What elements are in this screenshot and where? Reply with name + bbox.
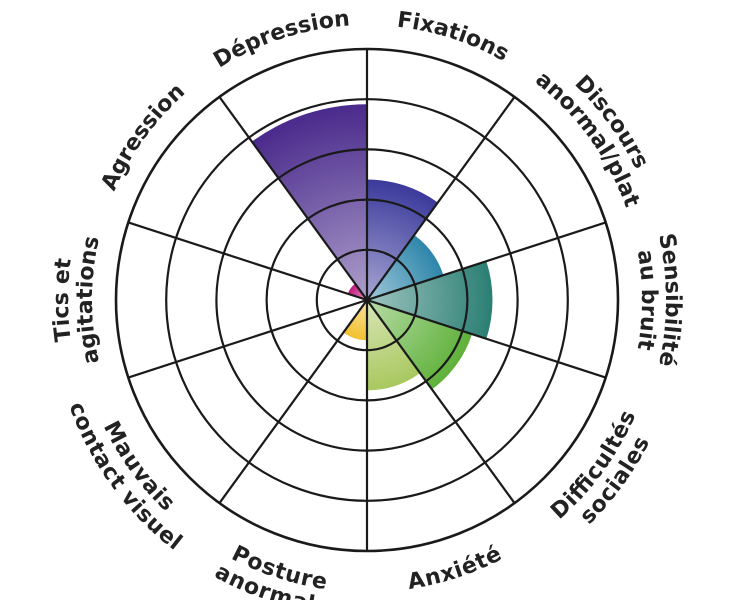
grid-spoke-8 <box>127 298 368 379</box>
grid-spoke-3 <box>366 221 607 302</box>
wedge-agression <box>347 283 367 300</box>
label-tics-et-agitations-line-1: Tics et <box>49 256 77 342</box>
label-mauvais-contact-visuel-line-2: contact visuel <box>63 399 186 556</box>
grid-spoke-5 <box>366 299 516 504</box>
chart-grid <box>114 47 620 553</box>
label-sensibilite-au-bruit-line-2: au bruit <box>632 248 661 352</box>
grid-spoke-9 <box>127 221 368 302</box>
wedge-difficultes-sociales <box>367 300 473 390</box>
wedge-anxiete <box>367 300 421 391</box>
label-tics-et-agitations-line-2: agitations <box>73 234 105 366</box>
wedge-fixations <box>367 179 438 300</box>
grid-spoke-2 <box>366 96 516 301</box>
wedge-sensibilite-au-bruit <box>367 261 493 339</box>
label-fixations-line-1: Fixations <box>396 8 513 67</box>
grid-spoke-10 <box>218 96 368 301</box>
grid-spoke-4 <box>366 298 607 379</box>
grid-spoke-7 <box>218 299 368 504</box>
label-anxiete-line-1: Anxiété <box>406 542 506 595</box>
wedge-posture-anormale <box>343 300 367 341</box>
